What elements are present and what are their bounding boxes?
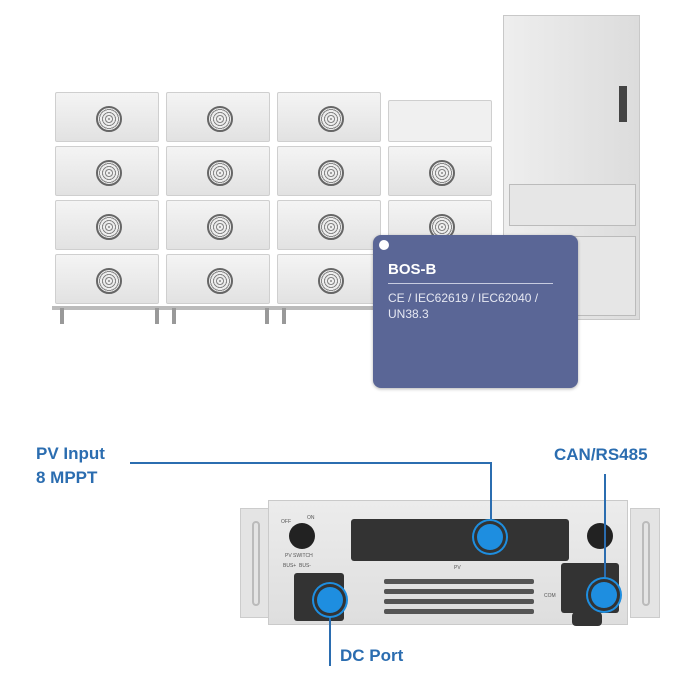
on-label: ON [307,515,315,521]
fan-icon [207,214,233,240]
vent [384,599,534,604]
fan-icon [96,214,122,240]
control-box [388,100,492,142]
bus-plus-label: BUS+ [283,563,297,569]
card-title: BOS-B [388,261,437,278]
battery-module [388,146,492,196]
com-label: COM [544,593,556,599]
pv-input-label: PV Input [36,444,105,463]
mounting-ear-right [630,508,660,618]
rack-leg [60,308,64,324]
cabinet-handle [619,86,627,122]
pv-input-port-marker [477,524,503,550]
battery-module [55,200,159,250]
battery-module [166,200,270,250]
cable-glands [572,612,602,626]
vent [384,589,534,594]
pv-switch-label: PV SWITCH [285,553,313,559]
callout-line-can [604,474,606,594]
rack-leg [172,308,176,324]
battery-module [277,200,381,250]
pv-label: PV [454,565,461,571]
fan-icon [429,160,455,186]
battery-module [55,146,159,196]
battery-module [277,92,381,142]
off-label: OFF [281,519,291,525]
vent [384,579,534,584]
rack-leg [282,308,286,324]
vent [384,609,534,614]
can-port-marker [591,582,617,608]
fan-icon [318,106,344,132]
battery-module [166,146,270,196]
fan-icon [96,160,122,186]
battery-module [277,254,381,304]
fan-icon [207,268,233,294]
divider [388,283,553,284]
battery-module [166,92,270,142]
pv-switch-knob-right [587,523,613,549]
pv-switch-knob-left [289,523,315,549]
cabinet-panel [509,184,636,226]
certifications: CE / IEC62619 / IEC62040 / UN38.3 [388,291,539,321]
callout-line-pv [130,462,492,464]
fan-icon [96,268,122,294]
battery-module [277,146,381,196]
battery-module [166,254,270,304]
callout-line-pv [490,462,492,538]
battery-module [55,92,159,142]
bos-b-card: BOS-B CE / IEC62619 / IEC62040 / UN38.3 [373,235,578,388]
fan-icon [207,106,233,132]
battery-module [55,254,159,304]
fan-icon [318,214,344,240]
rack-leg [265,308,269,324]
dc-port-label: DC Port [340,646,404,665]
fan-icon [318,160,344,186]
mounting-ear-left [240,508,270,618]
rack-base [52,306,492,310]
rack-leg [155,308,159,324]
dc-port-marker [317,587,343,613]
fan-icon [207,160,233,186]
fan-icon [96,106,122,132]
fan-icon [318,268,344,294]
pv-connector-block [351,519,569,561]
can-rs485-label: CAN/RS485 [554,445,648,464]
bus-minus-label: BUS- [299,563,311,569]
callout-line-dc [329,598,331,666]
mppt-label: 8 MPPT [36,468,98,487]
dot-icon [379,240,389,250]
